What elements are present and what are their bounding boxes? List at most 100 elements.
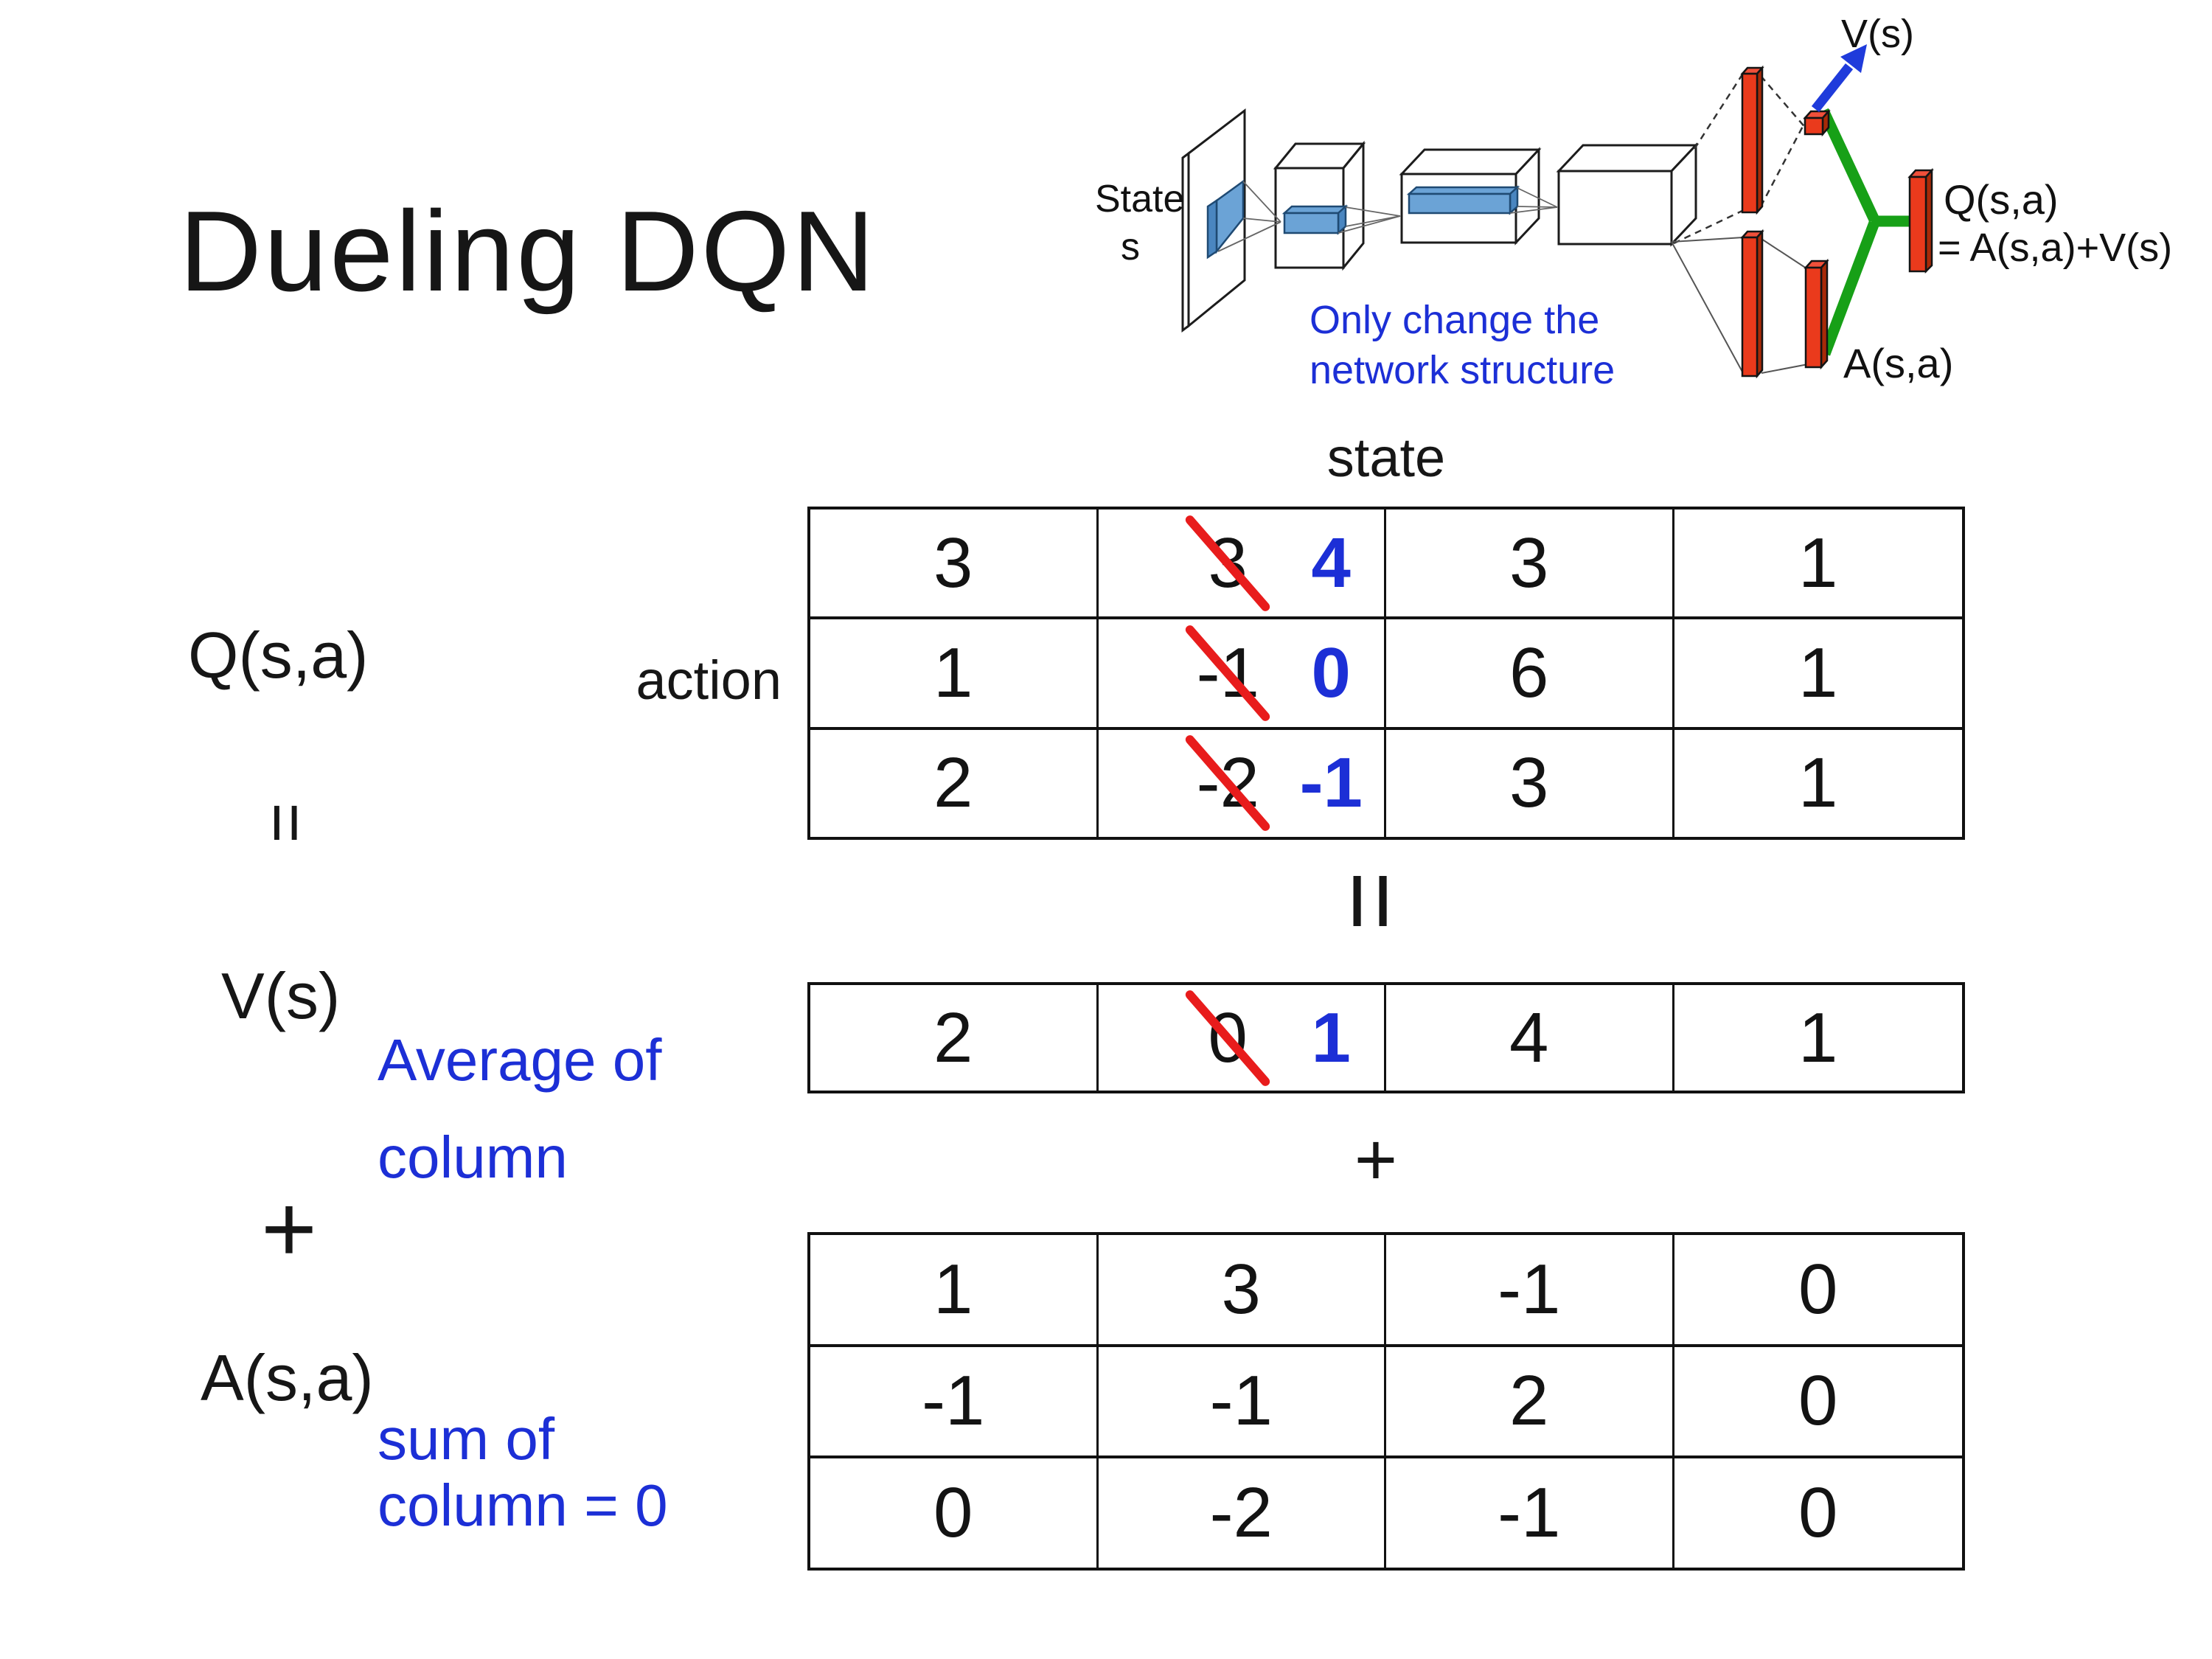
- average-note-line1: Average of: [378, 1027, 662, 1093]
- cell-value: 0: [1798, 1473, 1838, 1553]
- cell-new-value: 0: [1311, 633, 1351, 712]
- q-cell-r0c2: 3: [1386, 509, 1674, 620]
- state-label-line2: s: [1121, 226, 1140, 268]
- conv-box-3: [1556, 142, 1699, 247]
- cell-value: 3: [1509, 523, 1549, 602]
- cell-value: 0: [933, 1473, 973, 1553]
- v-node: [1804, 116, 1824, 136]
- fan-line: [1242, 218, 1281, 223]
- state-label-line1: State: [1095, 178, 1184, 220]
- cell-new-value: -1: [1299, 743, 1363, 823]
- q-cell-r1c1: -1 0: [1098, 619, 1386, 730]
- dueling-network-diagram: State s V(s) Q(s,a) = A(s,a)+V(s) A(s,a)…: [1095, 12, 2172, 392]
- q-table: 3 3 4 3 1 1 -1 0 6 1 2 -2 -1 3 1: [807, 507, 1965, 840]
- cell-value: 1: [1798, 523, 1838, 602]
- q-cell-r0c1: 3 4: [1098, 509, 1386, 620]
- a-cell-r1c0: -1: [810, 1346, 1099, 1459]
- cell-value: -1: [1209, 1361, 1273, 1441]
- diagram-q-formula: = A(s,a)+V(s): [1938, 226, 2172, 270]
- y-branch-top: [1818, 108, 1879, 223]
- fan-line: [1517, 187, 1558, 208]
- a-bar: [1804, 266, 1823, 369]
- dashed-line: [1673, 209, 1745, 245]
- fan-line: [1242, 181, 1281, 223]
- page-title: Dueling DQN: [179, 187, 877, 315]
- cell-value: 3: [933, 523, 973, 602]
- equals-sign-left: =: [247, 802, 326, 844]
- a-cell-r1c2: 2: [1386, 1346, 1674, 1459]
- fc-bar-bottom: [1741, 236, 1759, 378]
- conv-box-3-front: [1557, 170, 1673, 246]
- cell-value: 0: [1798, 1249, 1838, 1329]
- q-cell-r0c3: 1: [1674, 509, 1962, 620]
- cell-value: 2: [933, 743, 973, 823]
- fc-bars: [1740, 65, 1934, 379]
- feature-bar-1: [1281, 204, 1349, 235]
- fan-line: [1217, 221, 1281, 252]
- cell-value: 1: [933, 1249, 973, 1329]
- cell-value: 3: [1509, 743, 1549, 823]
- cell-value: -1: [922, 1361, 985, 1441]
- action-axis-label: action: [636, 650, 782, 711]
- a-cell-r2c2: -1: [1386, 1458, 1674, 1568]
- fan-line: [1345, 206, 1401, 217]
- cell-value: 4: [1509, 998, 1549, 1077]
- a-cell-r2c1: -2: [1099, 1458, 1386, 1568]
- vs-arrow: [1811, 44, 1867, 113]
- dashed-connectors: [1673, 72, 1809, 245]
- v-matrix-label: V(s): [221, 959, 341, 1032]
- diagram-note-line1: Only change the: [1310, 298, 1599, 342]
- cell-value: 2: [933, 998, 973, 1077]
- a-matrix-label: A(s,a): [201, 1341, 374, 1414]
- diagram-q-label: Q(s,a): [1944, 176, 2059, 223]
- y-branch-bottom: [1819, 220, 1880, 356]
- cell-value: -2: [1209, 1473, 1273, 1553]
- solid-line: [1671, 237, 1744, 243]
- aggregation-y: [1818, 108, 1913, 356]
- a-table: 1 3 -1 0 -1 -1 2 0 0 -2 -1 0: [807, 1232, 1965, 1571]
- feature-bar-2-top: [1406, 186, 1520, 195]
- q-matrix-label: Q(s,a): [188, 619, 369, 692]
- q-cell-r0c0: 3: [810, 509, 1099, 620]
- state-axis-label: state: [1326, 427, 1446, 488]
- feature-bar-1-front: [1283, 212, 1340, 234]
- plus-sign-center: +: [1354, 1118, 1398, 1201]
- fan-line: [1345, 215, 1401, 227]
- fc-bar-top: [1741, 72, 1759, 214]
- cell-new-value: 1: [1311, 998, 1351, 1077]
- q-cell-r2c1: -2 -1: [1099, 729, 1386, 837]
- feature-wedge-side: [1206, 198, 1218, 260]
- q-cell-r1c2: 6: [1386, 619, 1674, 730]
- cell-value: 6: [1509, 633, 1549, 712]
- q-cell-r2c2: 3: [1386, 729, 1674, 837]
- q-cell-r1c3: 1: [1674, 619, 1962, 730]
- a-cell-r0c2: -1: [1386, 1235, 1674, 1347]
- feature-wedge: [1206, 179, 1245, 260]
- cell-value: 2: [1509, 1361, 1549, 1441]
- plus-sign-left: +: [261, 1175, 317, 1282]
- solid-connectors: [1671, 237, 1809, 374]
- v-cell-c0: 2: [810, 985, 1099, 1091]
- equals-sign-center: =: [1314, 871, 1430, 931]
- q-cell-r2c3: 1: [1674, 730, 1963, 837]
- dashed-line: [1759, 117, 1809, 207]
- a-cell-r2c3: 0: [1674, 1458, 1963, 1568]
- convergence-lines: [1217, 181, 1558, 252]
- cell-value: -1: [1498, 1473, 1561, 1553]
- solid-line: [1761, 238, 1807, 269]
- fan-line: [1338, 215, 1401, 234]
- feature-bar-2: [1406, 185, 1520, 215]
- diagram-vs-label: V(s): [1841, 12, 1914, 56]
- feature-bar-2-front: [1408, 192, 1512, 215]
- solid-line: [1671, 241, 1744, 374]
- cell-value: 1: [933, 633, 973, 712]
- a-cell-r0c1: 3: [1098, 1235, 1386, 1347]
- q-bar: [1908, 175, 1927, 273]
- cell-value: 1: [1798, 633, 1838, 712]
- cell-value: -1: [1498, 1249, 1561, 1329]
- average-note-line2: column: [378, 1124, 568, 1190]
- a-cell-r0c0: 1: [810, 1235, 1099, 1347]
- cell-new-value: 4: [1311, 523, 1351, 602]
- a-cell-r0c3: 0: [1674, 1235, 1962, 1347]
